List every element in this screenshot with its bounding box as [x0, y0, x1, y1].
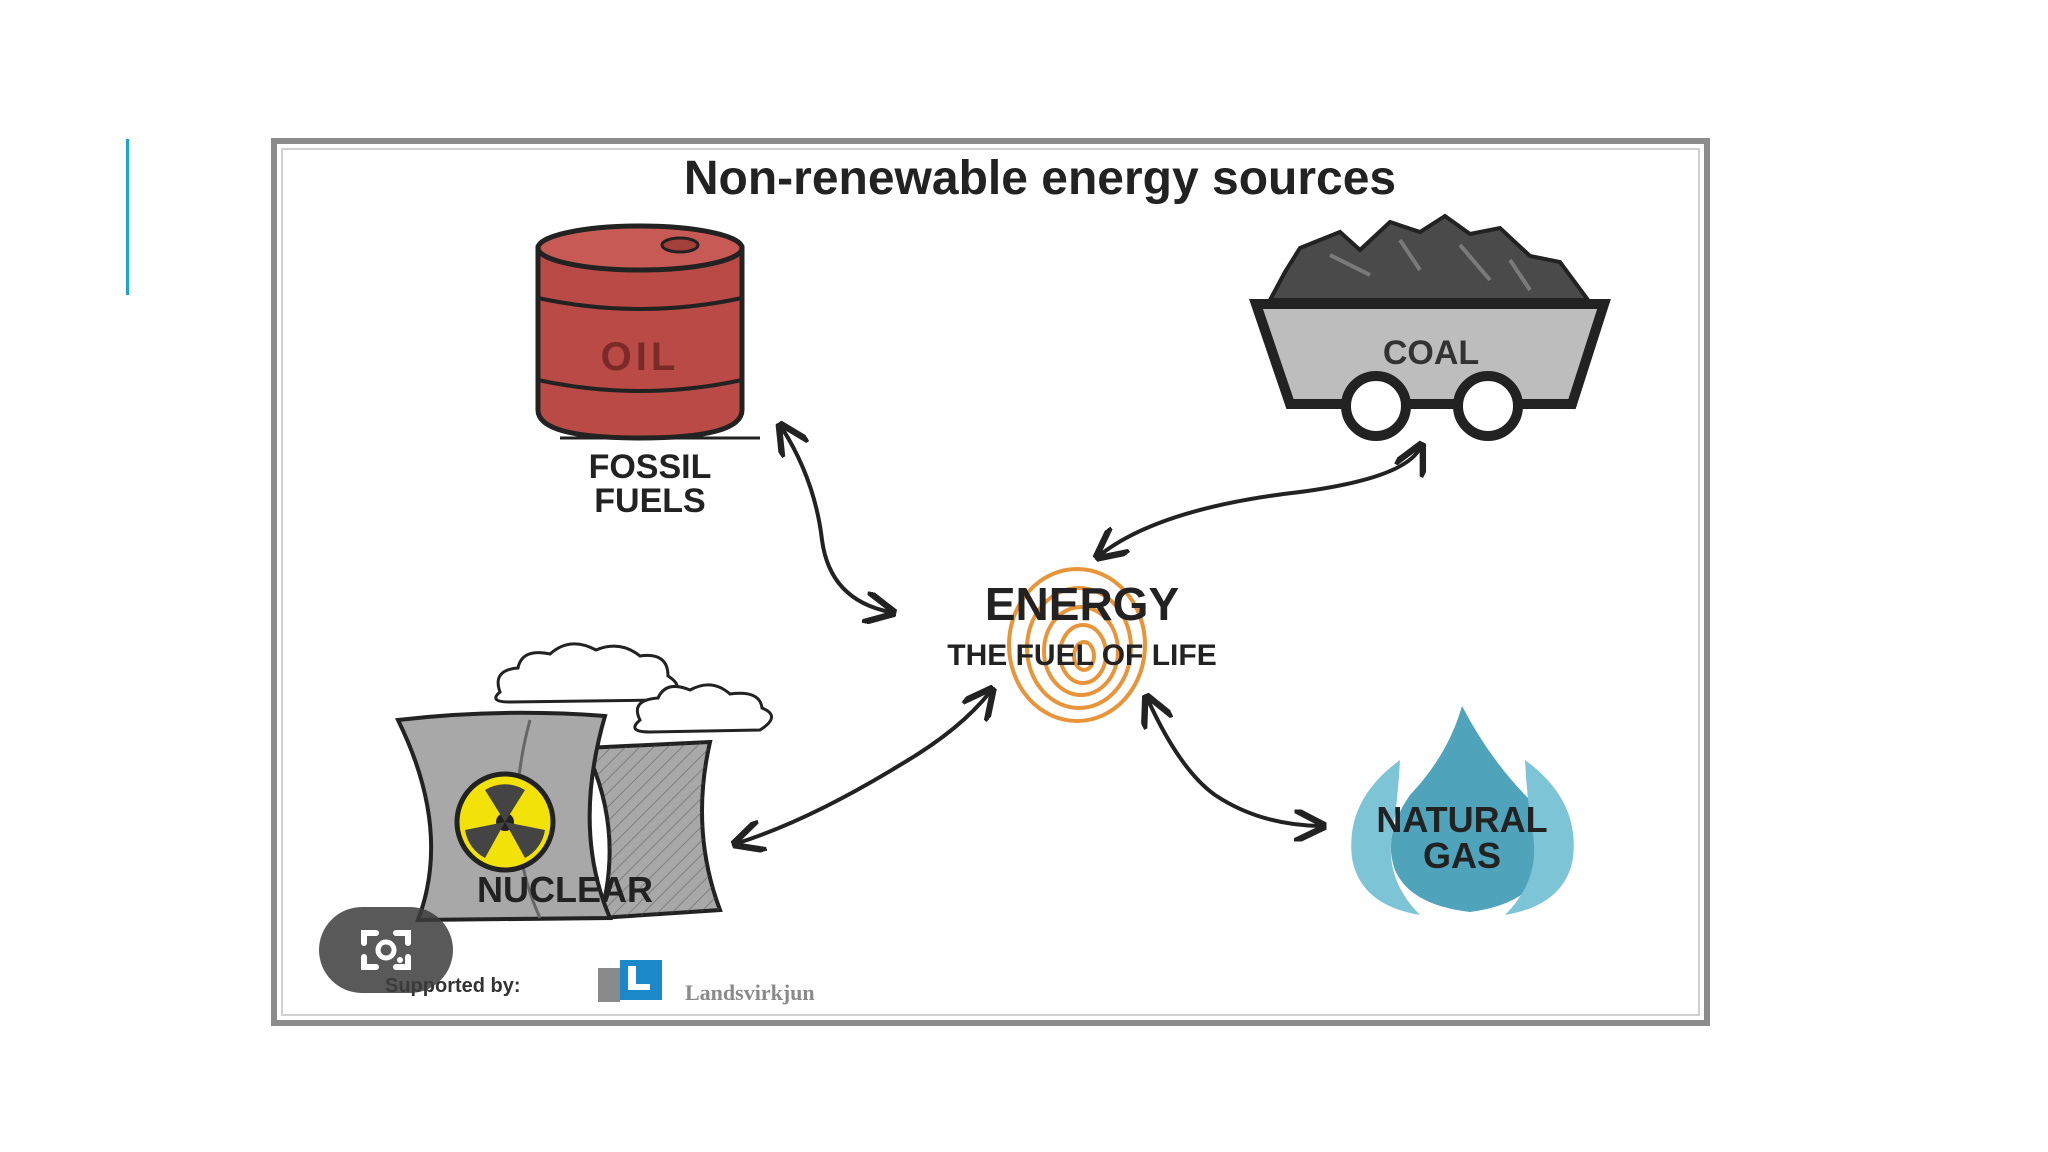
arrow-oil-energy [782, 428, 890, 612]
google-lens-button[interactable] [319, 907, 453, 993]
coal-label: COAL [1383, 334, 1479, 372]
arrow-energy-gas [1148, 700, 1320, 826]
fossil-fuels-caption-line2: FUELS [594, 482, 705, 520]
oil-barrel-label: OIL [601, 335, 680, 379]
oil-barrel-icon [535, 223, 760, 441]
coal-cart-icon [1249, 213, 1611, 441]
spiral-icon [1007, 567, 1147, 723]
cloud-icon [494, 642, 773, 734]
landsvirkjun-logo-text: Landsvirkjun [685, 980, 815, 1005]
arrow-nuclear-energy [738, 692, 990, 843]
natural-gas-label-line1: NATURAL [1376, 799, 1547, 840]
frame-inner-border [281, 148, 1700, 1016]
natural-gas-label-line2: GAS [1423, 835, 1501, 876]
landsvirkjun-logo [598, 960, 662, 1002]
fossil-fuels-caption-line1: FOSSIL [589, 448, 712, 486]
flame-icon [1351, 706, 1574, 915]
energy-subtitle: THE FUEL OF LIFE [947, 639, 1216, 672]
cooling-tower-icon [394, 710, 723, 923]
google-lens-icon [361, 930, 411, 970]
arrow-coal-energy [1100, 448, 1420, 555]
accent-bar [126, 139, 129, 295]
nuclear-label: NUCLEAR [477, 869, 653, 910]
diagram-title: Non-renewable energy sources [684, 152, 1396, 205]
energy-label: ENERGY [985, 578, 1179, 630]
